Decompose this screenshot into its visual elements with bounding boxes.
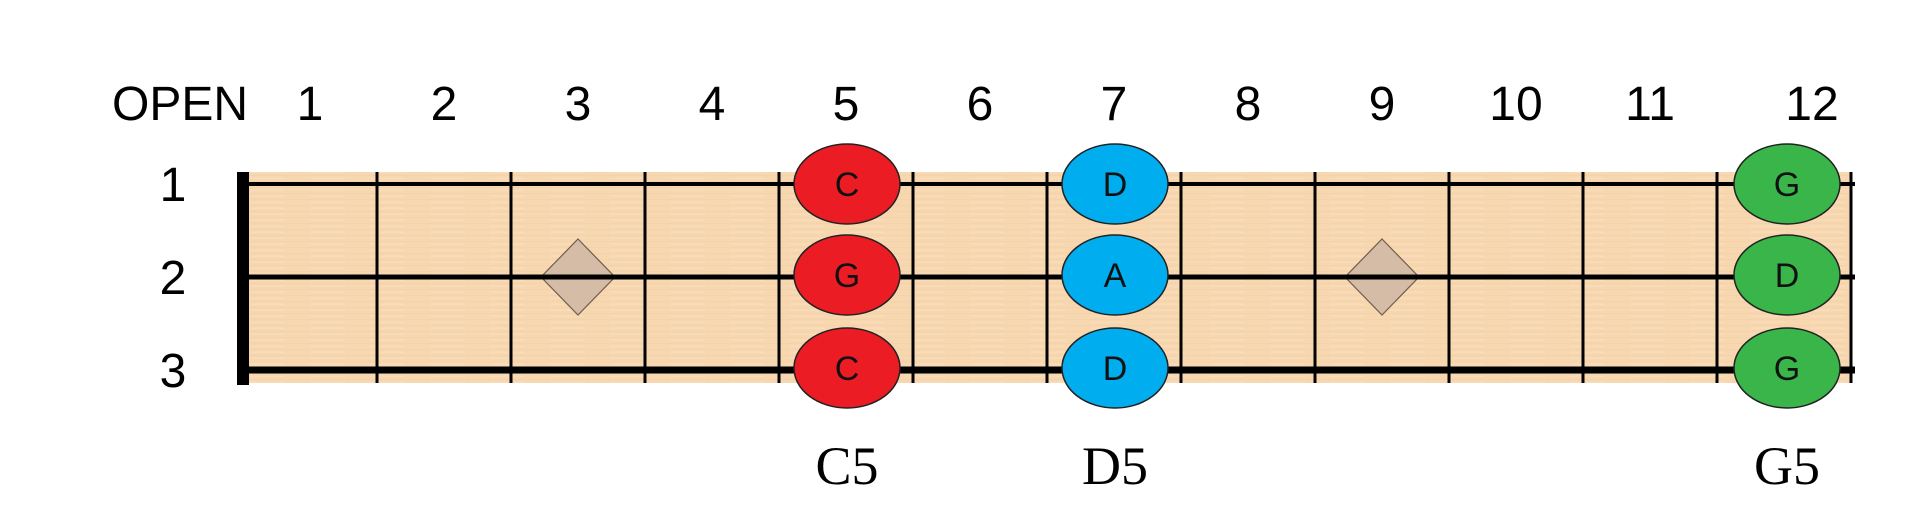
- note-dot: [793, 143, 901, 225]
- string-label: 2: [160, 252, 187, 305]
- note-letter: G: [834, 257, 860, 295]
- fret-label: 7: [1101, 78, 1128, 131]
- note-markers: C G C C5 D A D D5 G D G G5: [793, 143, 1841, 496]
- note-dot: [1733, 327, 1841, 409]
- fret-label: OPEN: [112, 78, 248, 131]
- note-dot: [1733, 234, 1841, 316]
- note-dot: [793, 234, 901, 316]
- note-letter: D: [1103, 350, 1128, 388]
- note-letter: D: [1103, 166, 1128, 204]
- note-dot: [1733, 143, 1841, 225]
- note-dot: [1061, 143, 1169, 225]
- chord-name: D5: [1082, 436, 1148, 496]
- fret-label: 8: [1235, 78, 1262, 131]
- note-letter: C: [835, 166, 860, 204]
- fret-label: 6: [967, 78, 994, 131]
- fret-label: 9: [1369, 78, 1396, 131]
- fret-label: 4: [699, 78, 726, 131]
- nut: [237, 172, 249, 385]
- string-label: 1: [160, 159, 187, 212]
- fret-label: 10: [1489, 78, 1542, 131]
- fret-label: 2: [431, 78, 458, 131]
- note-dot: [793, 327, 901, 409]
- note-letter: C: [835, 350, 860, 388]
- note-dot: [1061, 234, 1169, 316]
- note-dot: [1061, 327, 1169, 409]
- string-label: 3: [160, 345, 187, 398]
- note-letter: D: [1775, 257, 1800, 295]
- note-letter: G: [1774, 350, 1800, 388]
- note-letter: A: [1104, 257, 1127, 295]
- chord-name: G5: [1754, 436, 1820, 496]
- note-letter: G: [1774, 166, 1800, 204]
- chord-c5: C G C C5: [793, 143, 901, 496]
- chord-d5: D A D D5: [1061, 143, 1169, 496]
- fret-label: 1: [297, 78, 324, 131]
- fret-label: 5: [833, 78, 860, 131]
- chord-g5: G D G G5: [1733, 143, 1841, 496]
- fret-label: 11: [1625, 78, 1675, 131]
- chord-name: C5: [815, 436, 878, 496]
- fret-label: 3: [565, 78, 592, 131]
- fretboard: [237, 172, 1855, 385]
- fret-label: 12: [1785, 78, 1838, 131]
